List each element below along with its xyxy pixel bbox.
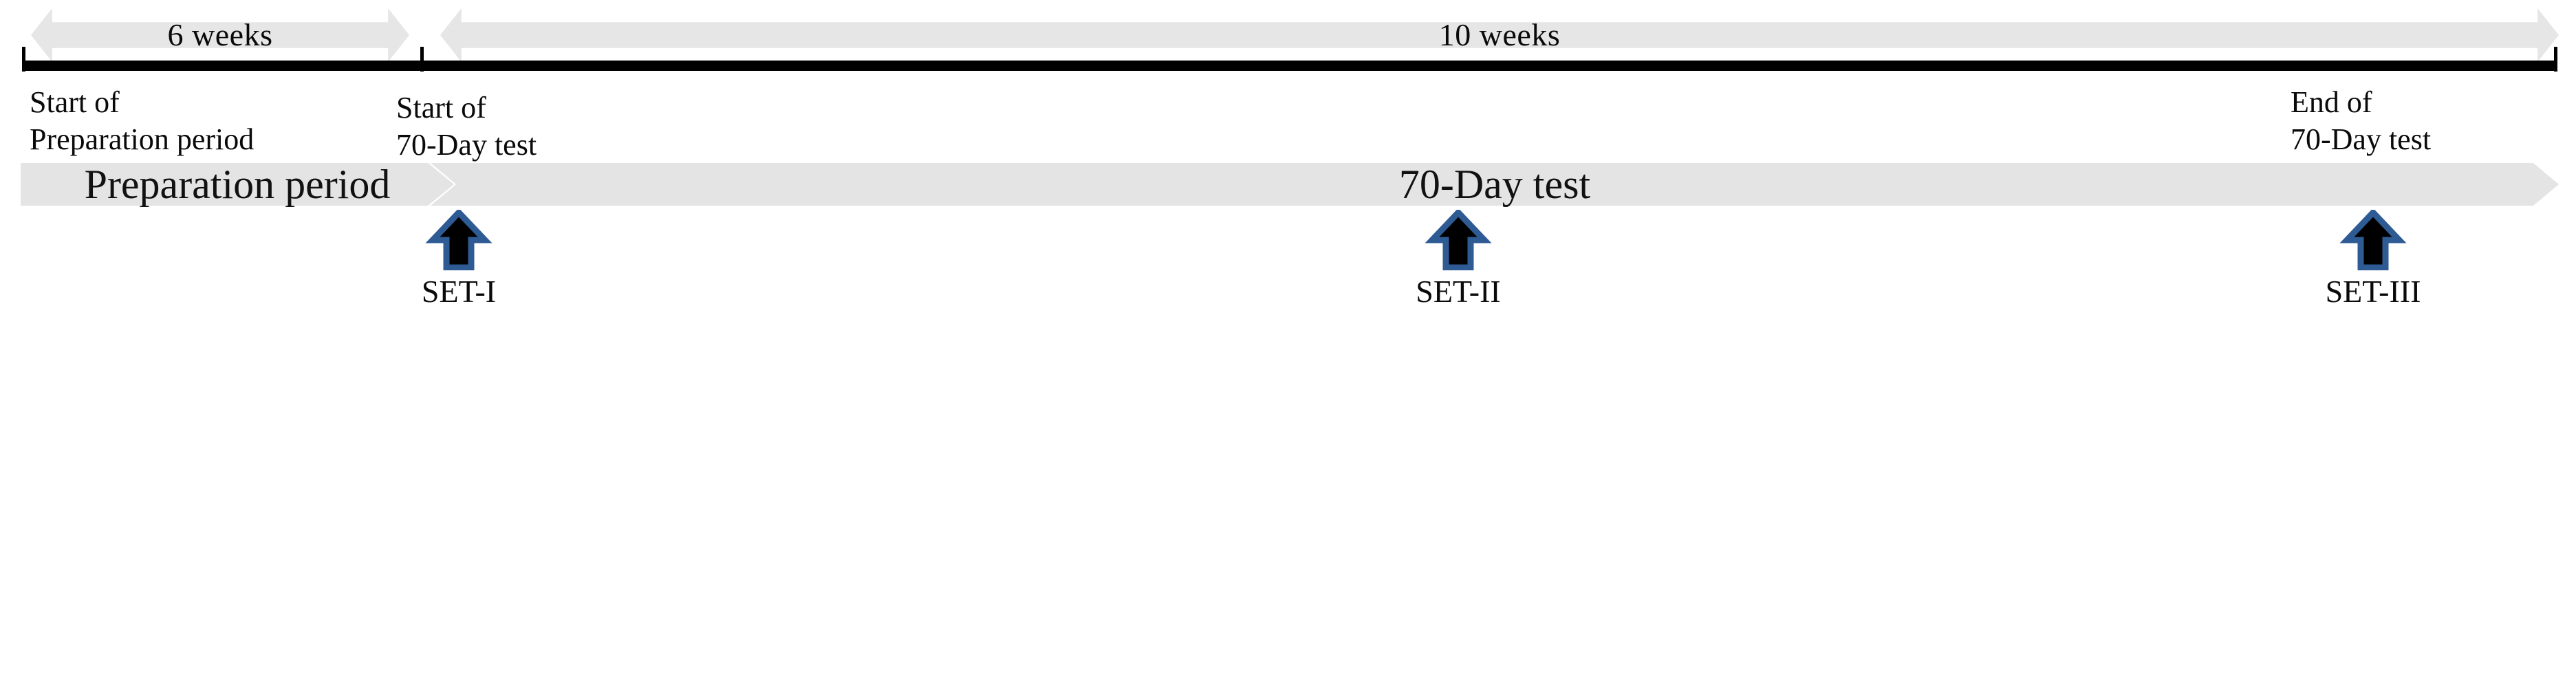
set-marker-ii: SET-II [1416,210,1501,313]
timeline-tick-start [22,47,25,72]
set-label-iii: SET-III [2325,274,2421,309]
timeline-axis-bar [22,61,2557,71]
duration-arrow-10-weeks: 10 weeks [440,8,2559,62]
phase-label-preparation-period: Preparation period [84,162,391,207]
set-marker-iii: SET-III [2326,210,2421,313]
timeline-tick-middle [420,47,424,72]
phase-segment-preparation-period-shape [21,163,454,206]
phase-segment-70-day-test: 70-Day test [431,163,2559,206]
set-marker-i: SET-I [421,210,497,313]
set-label-ii: SET-II [1416,274,1501,309]
up-arrow-icon [1425,210,1492,270]
phase-label-70-day-test: 70-Day test [1398,162,1591,207]
up-arrow-icon [425,210,493,270]
set-label-i: SET-I [421,274,497,309]
milestone-label-end-70-day-test: End of 70-Day test [2291,84,2431,158]
milestone-line-2: 70-Day test [2291,122,2432,156]
milestone-label-start-preparation: Start of Preparation period [30,84,254,158]
duration-label-10-weeks: 10 weeks [1438,17,1561,52]
milestone-line-1: Start of [396,91,486,124]
milestone-line-1: End of [2291,85,2372,119]
milestone-line-2: Preparation period [30,122,255,156]
phase-segment-70-day-test-shape [431,163,2559,206]
up-arrow-icon [2339,210,2407,270]
milestone-label-start-70-day-test: Start of 70-Day test [396,89,537,164]
milestone-line-1: Start of [30,85,120,119]
duration-arrow-6-weeks: 6 weeks [31,8,409,62]
milestone-line-2: 70-Day test [396,128,537,162]
phase-segment-preparation-period: Preparation period [21,163,454,206]
duration-label-6-weeks: 6 weeks [167,17,273,52]
phase-band: Preparation period 70-Day test [21,163,2559,206]
timeline-tick-end [2554,47,2557,72]
